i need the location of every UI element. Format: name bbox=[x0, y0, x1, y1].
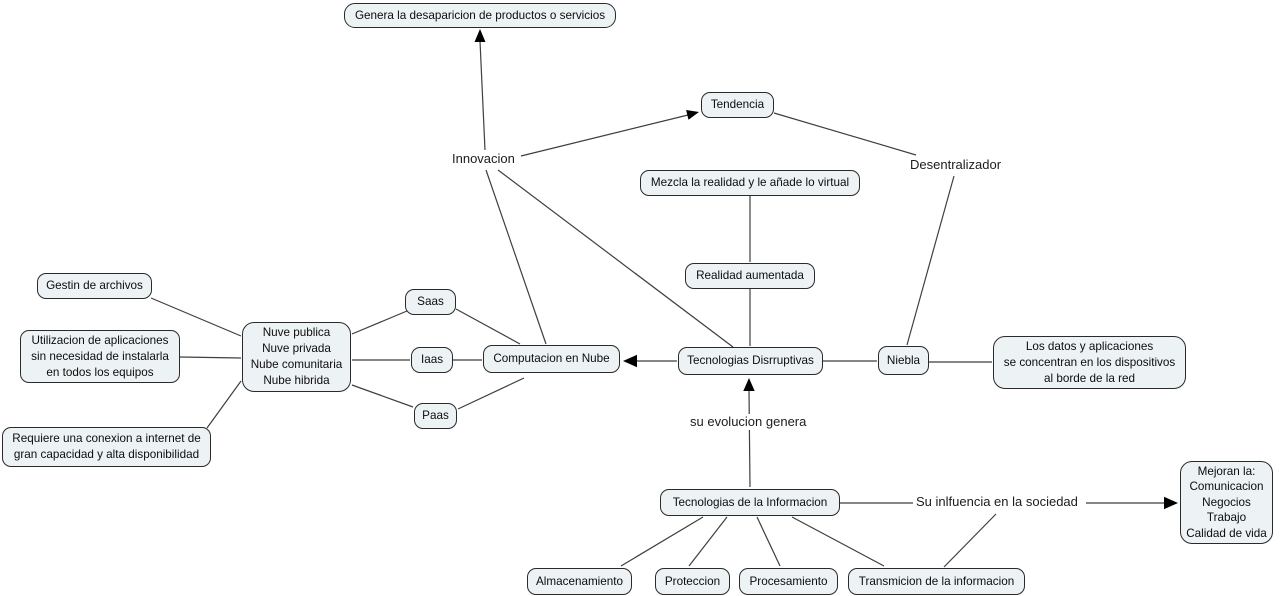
node-gestin-archivos[interactable]: Gestin de archivos bbox=[37, 273, 152, 299]
node-text-line: sin necesidad de instalarla bbox=[31, 349, 169, 363]
node-mejoran-la[interactable]: Mejoran la: Comunicacion Negocios Trabaj… bbox=[1180, 461, 1273, 544]
node-tipos-de-nube[interactable]: Nuve publica Nuve privada Nube comunitar… bbox=[242, 322, 351, 392]
edge-saas-to-computacion bbox=[455, 308, 521, 345]
edge-tecinfo-to-almacenamiento bbox=[620, 516, 704, 567]
arrowhead-computacion bbox=[623, 354, 637, 368]
node-text-line: Comunicacion bbox=[1189, 480, 1264, 494]
edge-nuve-to-saas bbox=[351, 310, 408, 335]
node-utilizacion-aplicaciones[interactable]: Utilizacion de aplicaciones sin necesida… bbox=[20, 330, 180, 383]
node-text-line: Nuve privada bbox=[262, 342, 331, 355]
link-label-desentralizador[interactable]: Desentralizador bbox=[908, 157, 1004, 173]
edge-utilizacion-to-nuve bbox=[179, 356, 242, 359]
node-saas[interactable]: Saas bbox=[405, 289, 456, 315]
node-almacenamiento[interactable]: Almacenamiento bbox=[527, 568, 632, 595]
node-paas[interactable]: Paas bbox=[414, 403, 457, 429]
node-text-line: gran capacidad y alta disponibilidad bbox=[13, 448, 200, 461]
edge-innovacion-to-genera bbox=[479, 40, 486, 151]
node-text-line: Negocios bbox=[1202, 495, 1251, 509]
link-label-su-influencia-sociedad[interactable]: Su inlfuencia en la sociedad bbox=[914, 494, 1080, 510]
node-text-line: en todos los equipos bbox=[46, 365, 154, 379]
arrowhead-mejoran bbox=[1164, 496, 1178, 510]
link-label-innovacion[interactable]: Innovacion bbox=[450, 151, 517, 167]
node-transmicion-informacion[interactable]: Transmicion de la informacion bbox=[848, 568, 1025, 595]
node-datos-borde-red[interactable]: Los datos y aplicaciones se concentran e… bbox=[993, 336, 1186, 389]
link-label-su-evolucion-genera[interactable]: su evolucion genera bbox=[688, 414, 809, 430]
node-text-line: Nube hibrida bbox=[263, 374, 330, 387]
node-mezcla-realidad[interactable]: Mezcla la realidad y le añade lo virtual bbox=[640, 170, 860, 196]
node-niebla[interactable]: Niebla bbox=[878, 346, 929, 375]
arrowhead-tendencia bbox=[686, 110, 699, 120]
edge-requiere-to-nuve bbox=[206, 380, 242, 429]
node-text-line: Nube comunitaria bbox=[250, 358, 343, 371]
node-text-line: Los datos y aplicaciones bbox=[1025, 339, 1154, 353]
edge-tecinfo-to-proteccion bbox=[688, 516, 728, 567]
edge-tecinfo-to-disrruptivas bbox=[748, 390, 751, 488]
edge-tecinfo-to-transmicion bbox=[791, 516, 885, 567]
edge-tecinfo-to-procesamiento bbox=[756, 516, 781, 567]
node-tecnologias-disrruptivas[interactable]: Tecnologias Disrruptivas bbox=[678, 347, 823, 375]
node-genera-desaparicion[interactable]: Genera la desaparicion de productos o se… bbox=[344, 3, 616, 28]
node-text-line: Utilizacion de aplicaciones bbox=[31, 333, 169, 347]
arrowhead-genera bbox=[474, 29, 486, 42]
node-tecnologias-informacion[interactable]: Tecnologias de la Informacion bbox=[660, 489, 840, 516]
edge-computacion-to-innovacion bbox=[485, 169, 547, 345]
node-text-line: Mejoran la: bbox=[1197, 464, 1256, 478]
edge-desentralizador-to-niebla bbox=[906, 175, 955, 346]
edge-nuve-to-paas bbox=[351, 384, 414, 408]
node-computacion-en-nube[interactable]: Computacion en Nube bbox=[483, 345, 620, 373]
edge-disrruptivas-to-innovacion bbox=[497, 169, 734, 348]
node-text-line: al borde de la red bbox=[1044, 371, 1135, 385]
node-text-line: se concentran en los dispositivos bbox=[1003, 355, 1176, 369]
edge-transmicion-to-suinfluencia bbox=[943, 513, 997, 568]
node-text-line: Requiere una conexion a internet de bbox=[12, 432, 201, 445]
edge-gestin-to-nuve bbox=[150, 297, 242, 337]
edge-paas-to-computacion bbox=[457, 377, 525, 410]
node-text-line: Calidad de vida bbox=[1186, 526, 1267, 540]
node-tendencia[interactable]: Tendencia bbox=[701, 92, 774, 118]
node-iaas[interactable]: Iaas bbox=[411, 347, 453, 373]
edge-tendencia-to-desentralizador bbox=[773, 112, 917, 156]
edge-innovacion-to-tendencia bbox=[520, 114, 689, 157]
node-proteccion[interactable]: Proteccion bbox=[655, 568, 730, 595]
node-text-line: Nuve publica bbox=[262, 326, 331, 339]
arrowhead-disrruptivas bbox=[743, 378, 755, 391]
node-realidad-aumentada[interactable]: Realidad aumentada bbox=[685, 263, 815, 289]
node-procesamiento[interactable]: Procesamiento bbox=[739, 568, 838, 595]
node-requiere-conexion[interactable]: Requiere una conexion a internet de gran… bbox=[2, 427, 211, 467]
node-text-line: Trabajo bbox=[1206, 511, 1247, 525]
